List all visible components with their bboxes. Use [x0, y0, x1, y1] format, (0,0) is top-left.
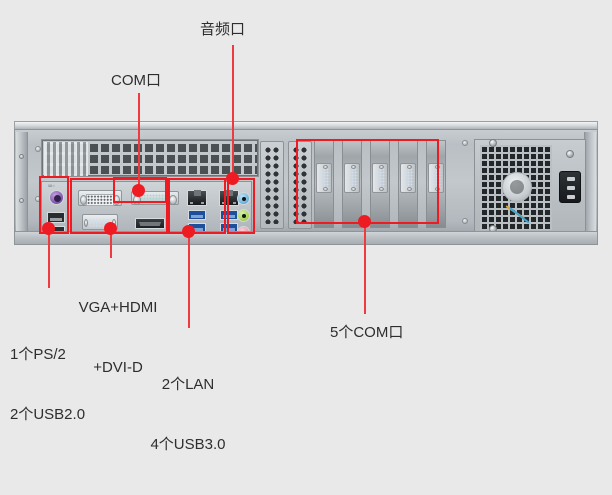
leader-dot-expansion-com	[358, 215, 371, 228]
panel-screw	[35, 196, 41, 202]
panel-screw	[35, 146, 41, 152]
round-hole-vent-grille	[288, 141, 312, 229]
leader-line-expansion-com	[364, 222, 366, 314]
panel-screw	[462, 140, 468, 146]
psu-screw	[489, 139, 497, 147]
io-marking: ⌨ 🖱	[48, 184, 55, 188]
louver-vent-section	[44, 142, 88, 176]
psu-fan-grille	[480, 145, 552, 230]
chassis-left-rail	[16, 132, 28, 236]
lan-port[interactable]	[187, 190, 207, 206]
server-chassis-rear-panel: ⌨ 🖱	[14, 121, 598, 245]
ps2-port[interactable]	[49, 190, 64, 205]
leader-line-ps2-usb2	[48, 230, 50, 288]
power-supply-unit	[474, 139, 586, 234]
leader-dot-ps2-usb2	[42, 222, 55, 235]
hdmi-port[interactable]	[135, 218, 165, 229]
expansion-slot-bracket[interactable]	[342, 140, 362, 228]
leader-dot-audio-port	[226, 172, 239, 185]
leader-dot-com-port	[132, 184, 145, 197]
usb2-port[interactable]	[47, 212, 65, 223]
ac-power-inlet[interactable]	[559, 171, 581, 203]
screenshot-canvas: ⌨ 🖱	[0, 0, 612, 405]
annotation-label-com-port: COM口	[111, 72, 161, 89]
annotation-label-expansion-com: 5个COM口	[330, 324, 404, 341]
motherboard-io-shield: ⌨ 🖱	[41, 181, 252, 237]
psu-fan-hub	[502, 172, 532, 202]
expansion-slot-bracket[interactable]	[314, 140, 334, 228]
expansion-com-port[interactable]	[316, 163, 332, 193]
leader-dot-lan-usb3	[182, 225, 195, 238]
annotation-label-lan-usb3-line2: 4个USB3.0	[150, 436, 226, 453]
rail-screw	[19, 198, 24, 203]
leader-line-com-port	[138, 93, 140, 190]
expansion-com-port[interactable]	[372, 163, 388, 193]
expansion-slot-bracket[interactable]	[398, 140, 418, 228]
rail-screw	[19, 154, 24, 159]
expansion-com-port[interactable]	[344, 163, 360, 193]
annotation-label-ps2-usb2-line1: 1个PS/2	[10, 346, 66, 363]
chassis-body: ⌨ 🖱	[14, 129, 598, 239]
expansion-com-port[interactable]	[400, 163, 416, 193]
lan-port[interactable]	[219, 190, 239, 206]
panel-screw	[462, 218, 468, 224]
round-hole-vent-grille	[260, 141, 284, 229]
leader-dot-video-outputs	[104, 222, 117, 235]
psu-screw	[566, 150, 574, 158]
chassis-bottom-rail	[14, 231, 598, 245]
audio-jack-line-out[interactable]	[237, 209, 250, 222]
expansion-com-port[interactable]	[428, 163, 444, 193]
usb3-port[interactable]	[188, 210, 206, 220]
leader-line-lan-usb3	[188, 236, 190, 328]
leader-line-video-outputs	[110, 230, 112, 258]
expansion-slot-bracket[interactable]	[370, 140, 390, 228]
annotation-label-video-line2: +DVI-D	[93, 359, 143, 376]
rectangular-vent-grille	[41, 139, 259, 177]
annotation-label-audio-port: 音频口	[200, 21, 246, 38]
usb3-port[interactable]	[220, 210, 238, 220]
audio-jack-line-in[interactable]	[237, 192, 250, 205]
expansion-slot-bracket[interactable]	[426, 140, 446, 228]
annotation-label-lan-line1: 2个LAN	[161, 376, 215, 393]
leader-line-audio-port	[232, 45, 234, 184]
annotation-label-video-line1: VGA+HDMI	[78, 299, 158, 316]
dvi-d-port[interactable]	[78, 190, 122, 206]
